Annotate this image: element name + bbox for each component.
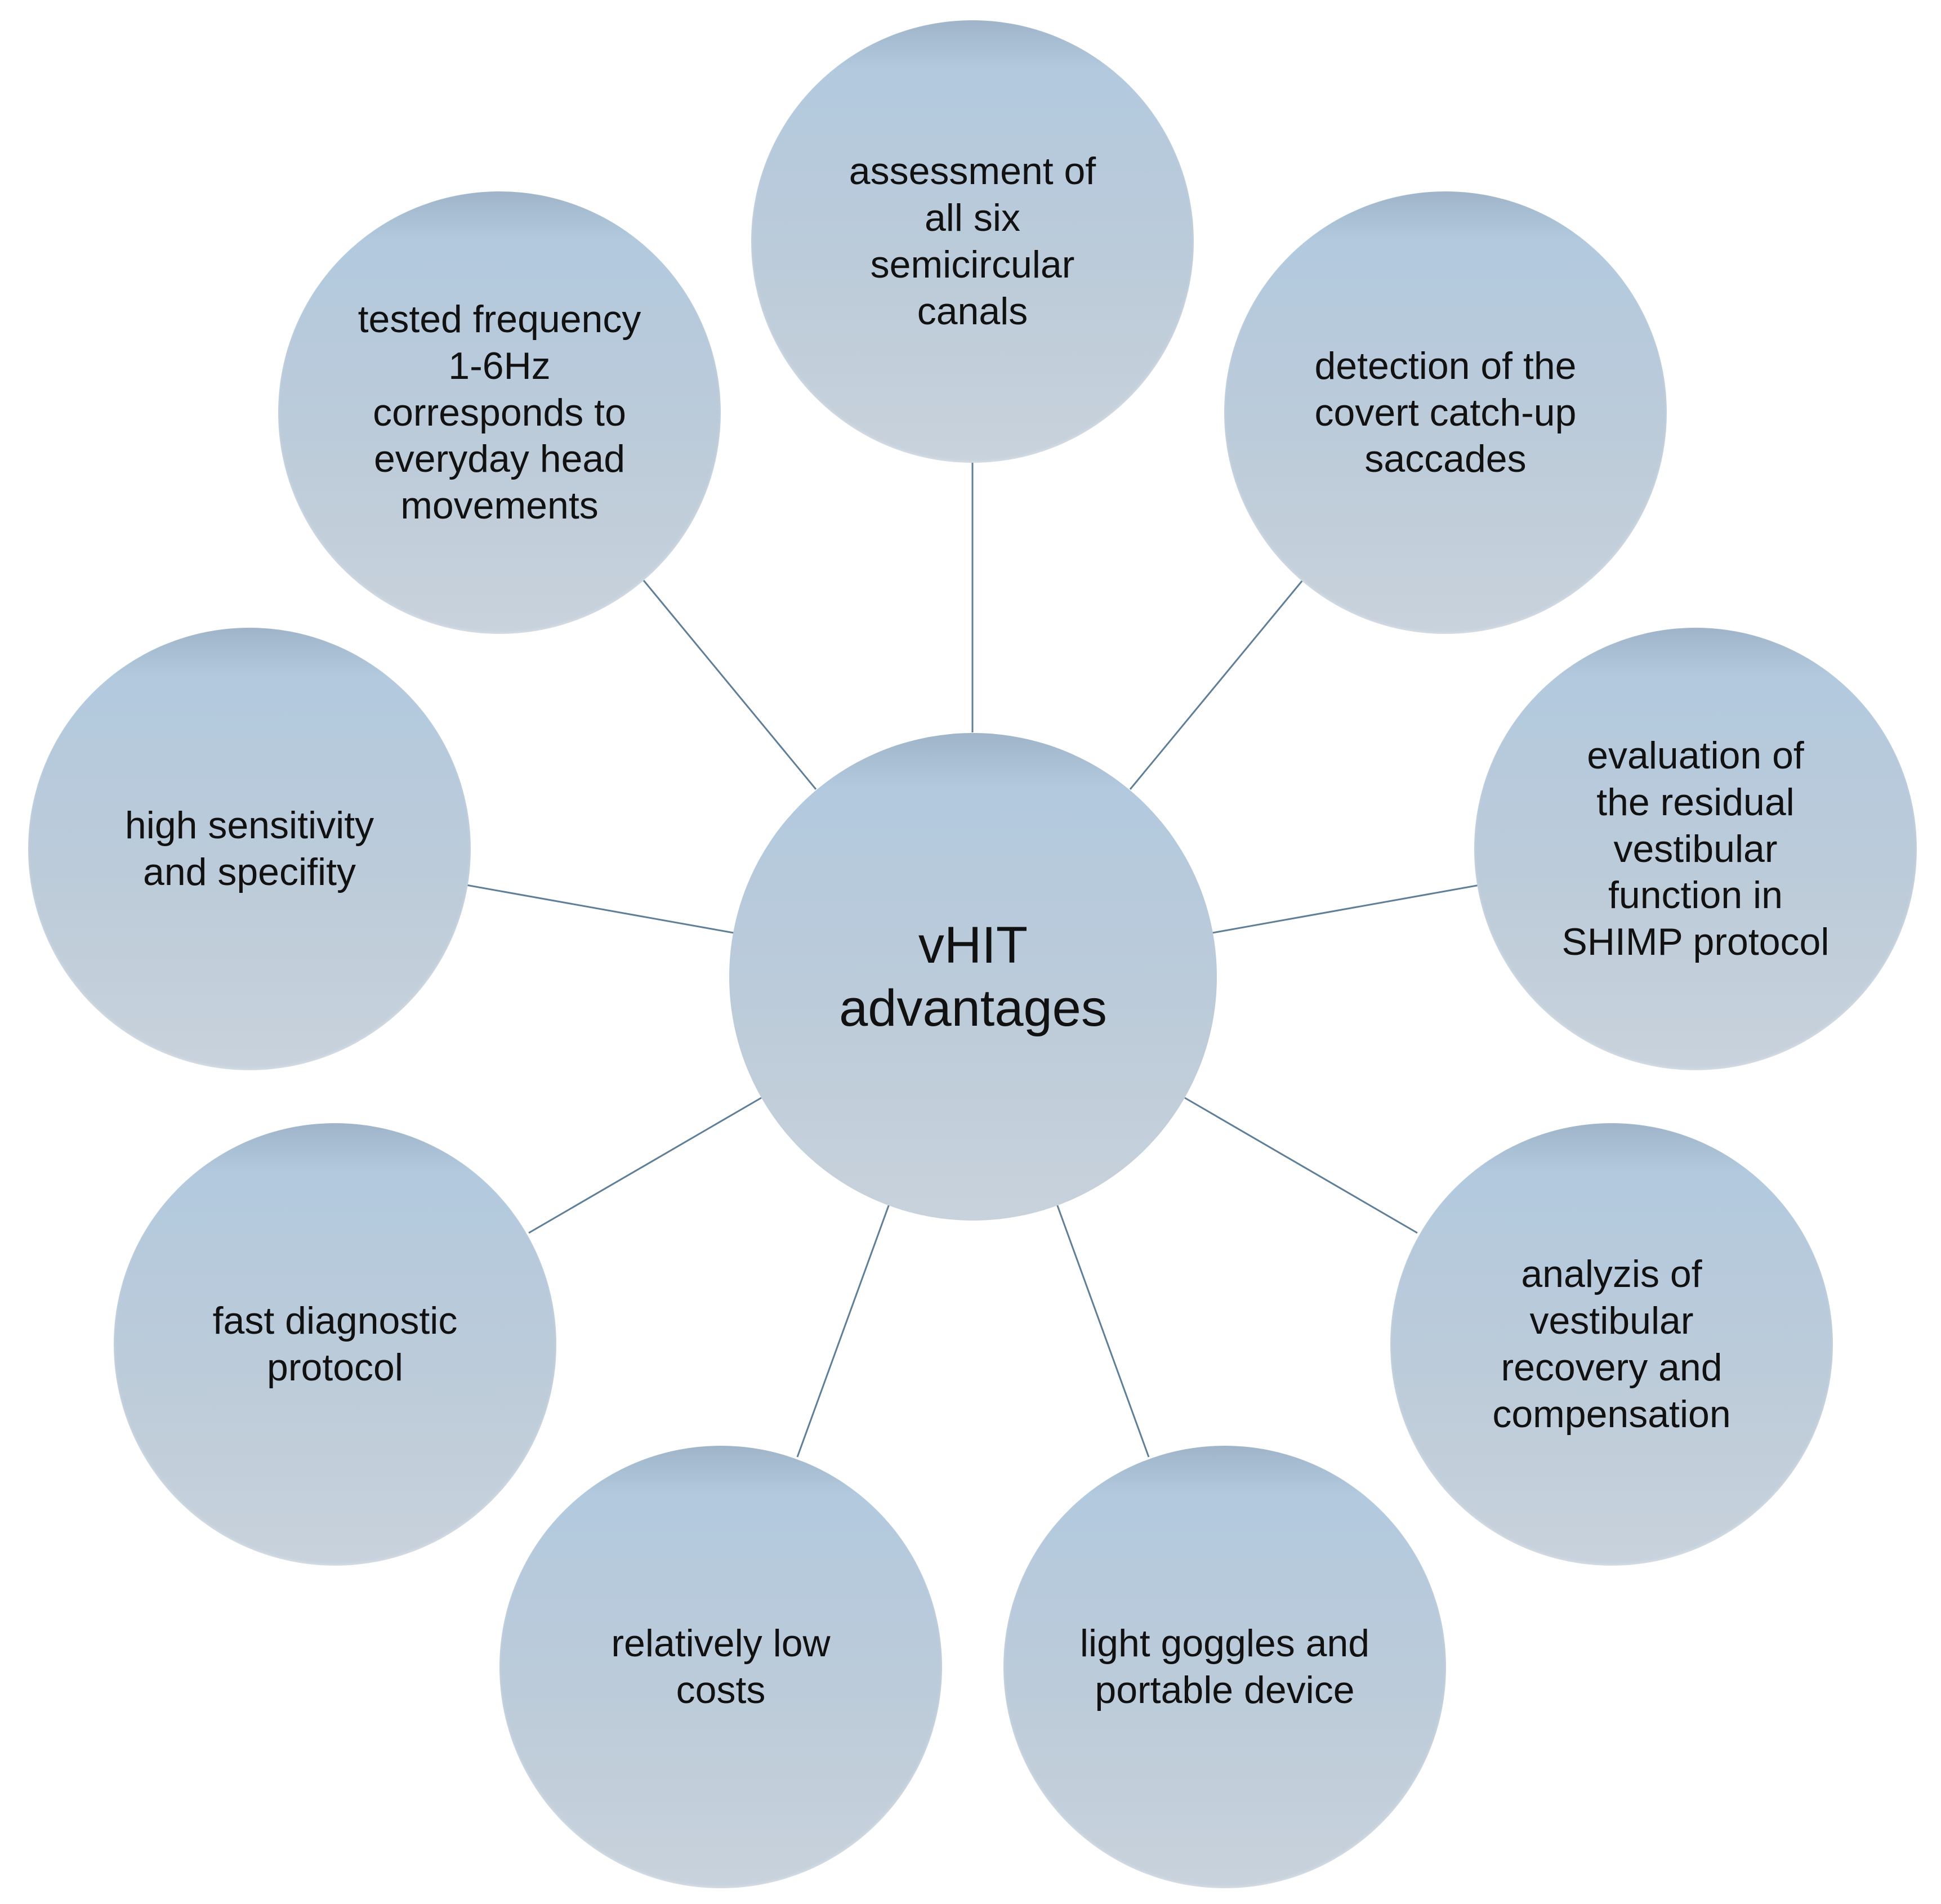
connector-line-sensitivity bbox=[466, 884, 734, 934]
node-label: detection of the covert catch-up saccade… bbox=[1314, 344, 1577, 481]
node-label: evaluation of the residual vestibular fu… bbox=[1561, 734, 1830, 964]
connector-line-fast bbox=[528, 1097, 762, 1234]
node-label: fast diagnostic protocol bbox=[212, 1299, 458, 1389]
connector-line-goggles bbox=[1056, 1204, 1150, 1458]
node-sensitivity-specifity: high sensitivity and specifity bbox=[28, 628, 471, 1070]
node-light-goggles: light goggles and portable device bbox=[1003, 1446, 1446, 1888]
node-label: assessment of all six semicircular canal… bbox=[849, 150, 1096, 333]
connector-line-saccades bbox=[1129, 580, 1304, 790]
node-vestibular-recovery: analyzis of vestibular recovery and comp… bbox=[1390, 1123, 1833, 1566]
center-node-vhit-advantages: vHIT advantages bbox=[729, 733, 1217, 1221]
connector-line-recovery bbox=[1184, 1097, 1418, 1234]
center-node-label: vHIT advantages bbox=[839, 916, 1107, 1037]
node-low-costs: relatively low costs bbox=[499, 1446, 942, 1888]
node-label: light goggles and portable device bbox=[1079, 1622, 1370, 1711]
node-label: analyzis of vestibular recovery and comp… bbox=[1492, 1253, 1731, 1436]
node-label: tested frequency 1-6Hz corresponds to ev… bbox=[358, 297, 641, 528]
node-fast-protocol: fast diagnostic protocol bbox=[114, 1123, 556, 1566]
node-label: relatively low costs bbox=[611, 1622, 831, 1711]
node-catch-up-saccades: detection of the covert catch-up saccade… bbox=[1224, 191, 1667, 634]
connector-line-frequency bbox=[642, 580, 817, 790]
node-tested-frequency: tested frequency 1-6Hz corresponds to ev… bbox=[278, 191, 721, 634]
node-semicircular-canals: assessment of all six semicircular canal… bbox=[751, 20, 1194, 463]
connector-line-shimp bbox=[1212, 884, 1480, 934]
connector-line-costs bbox=[796, 1204, 890, 1458]
node-shimp-protocol: evaluation of the residual vestibular fu… bbox=[1474, 628, 1917, 1070]
node-label: high sensitivity and specifity bbox=[124, 804, 374, 893]
